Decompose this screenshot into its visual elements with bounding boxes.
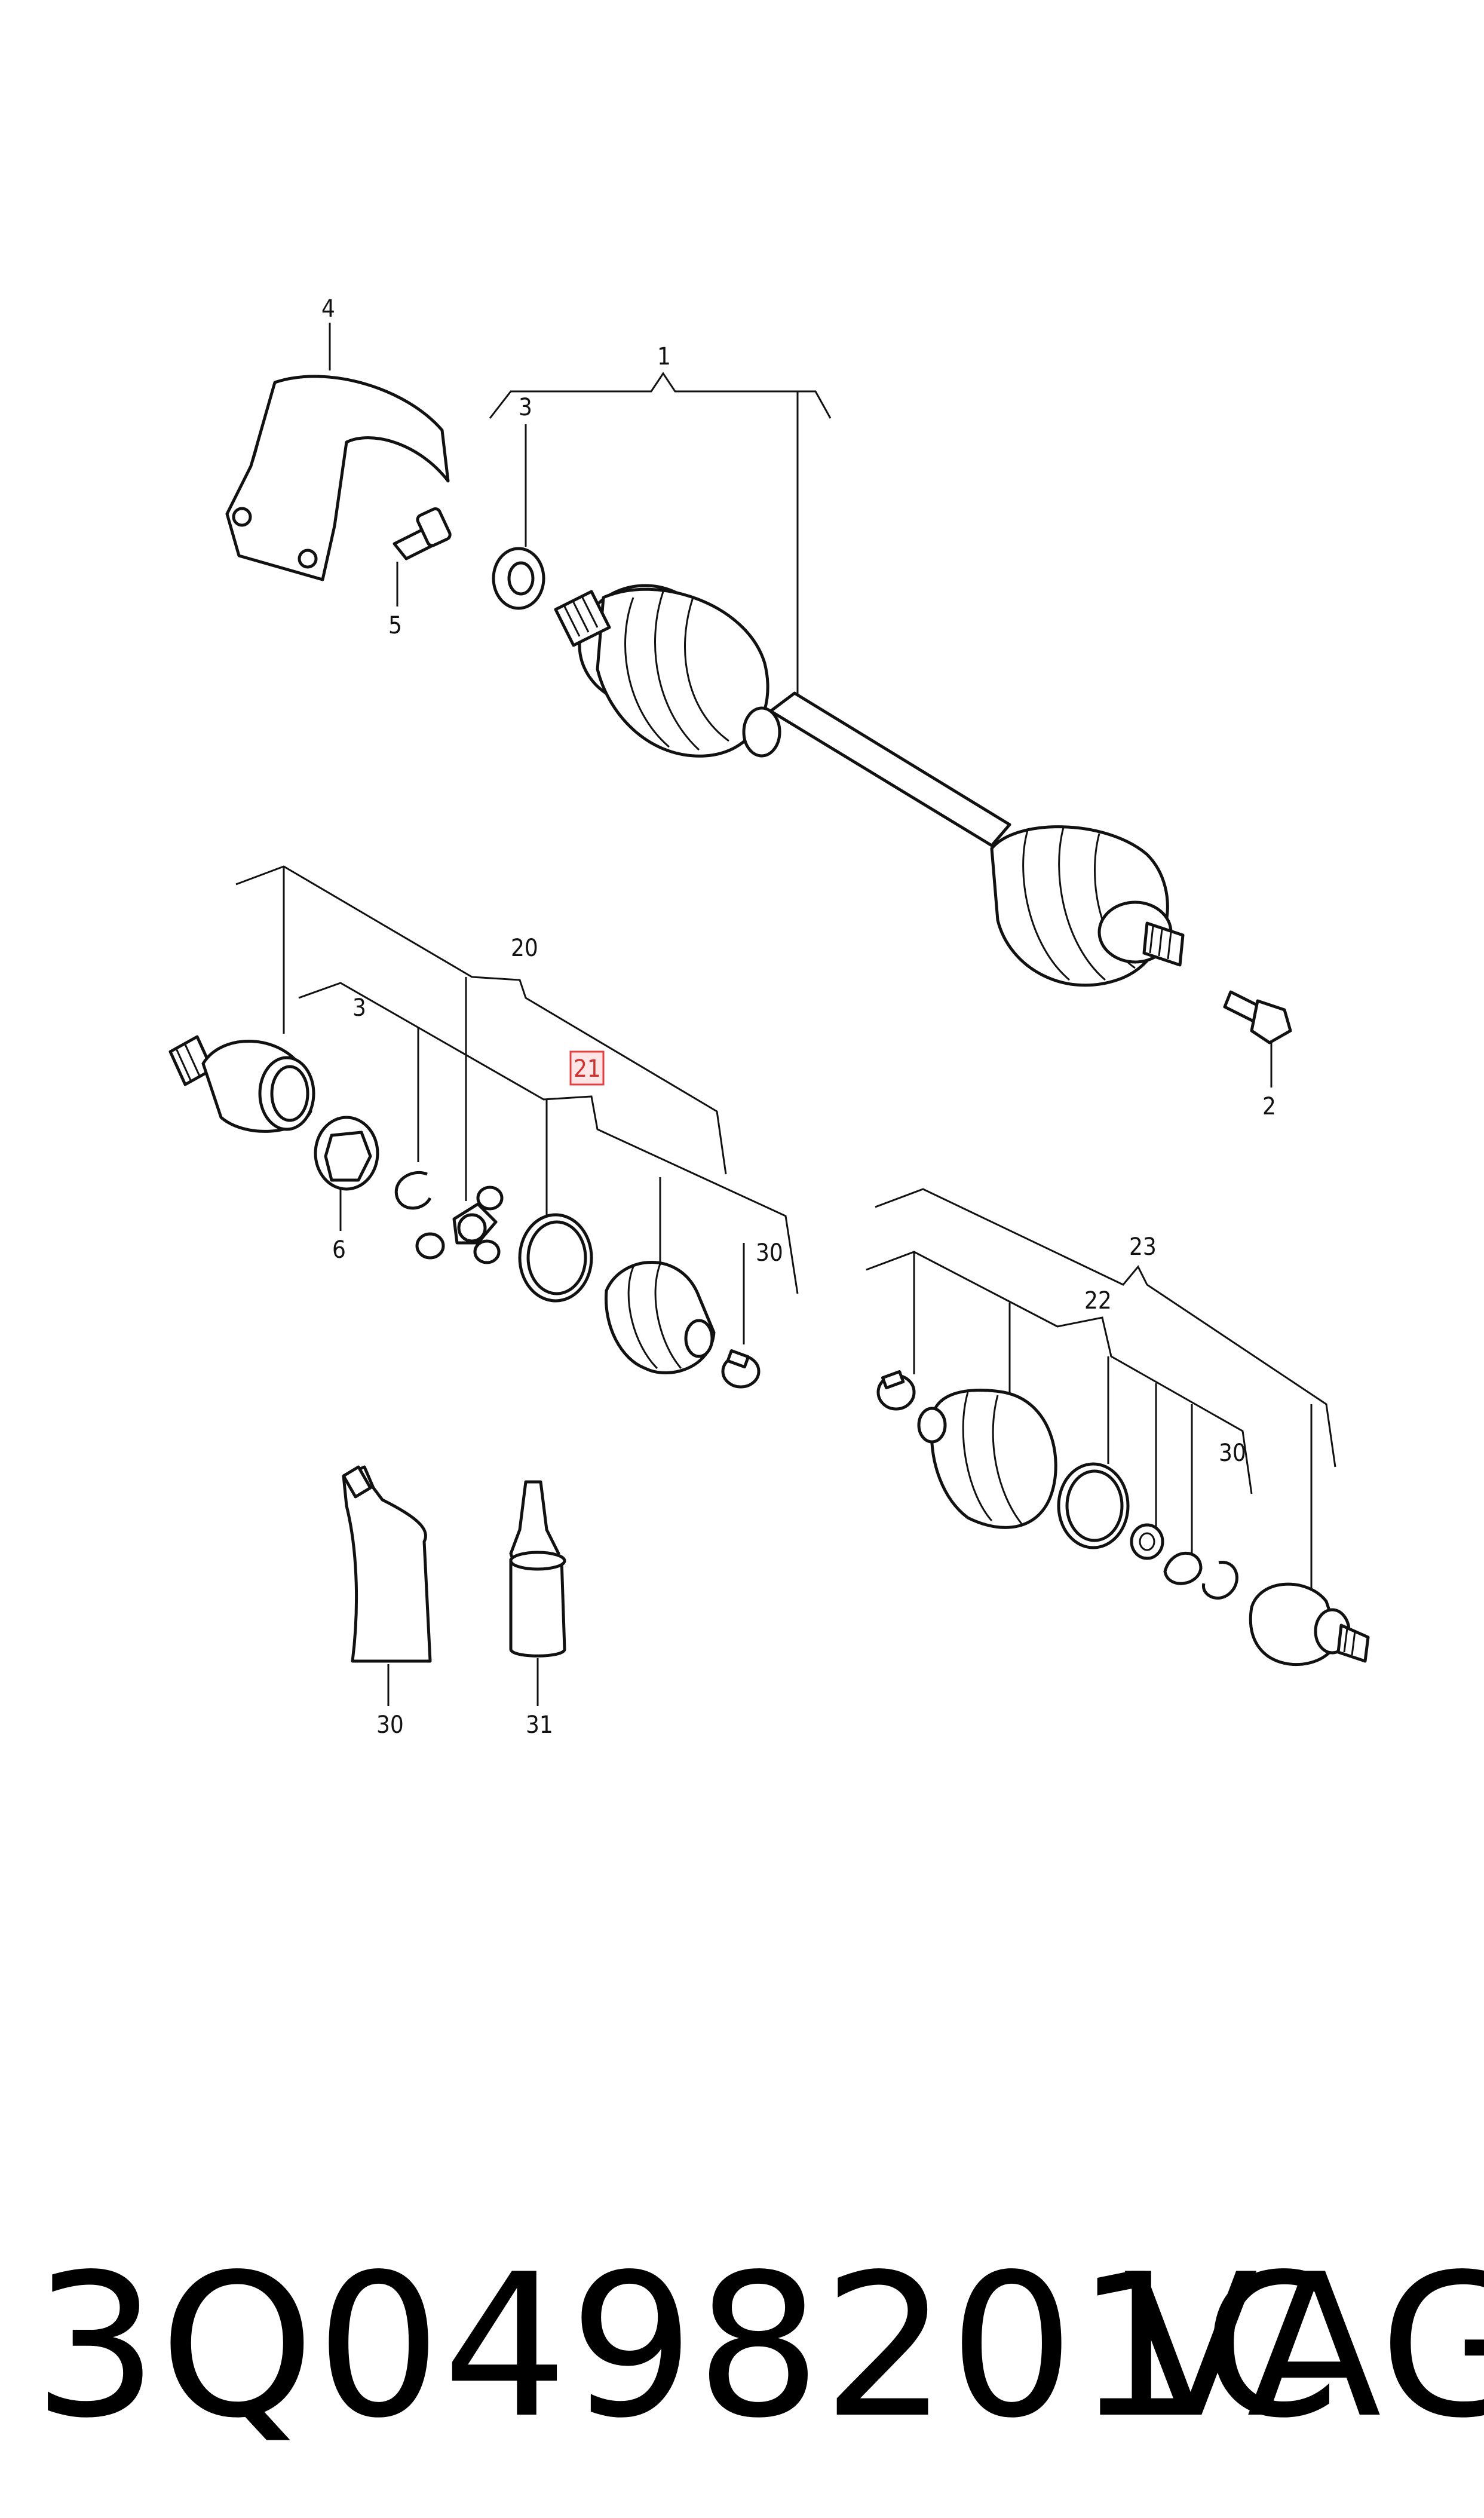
label-31: 31	[526, 1711, 553, 1739]
bolt-5: 5	[388, 507, 452, 639]
label-2: 2	[1262, 1093, 1276, 1120]
boot-middle	[604, 1261, 716, 1374]
inner-cv-boot	[554, 584, 781, 758]
label-1: 1	[657, 343, 671, 370]
label-6: 6	[332, 1236, 346, 1264]
heat-shield: 4	[225, 295, 450, 581]
clamp-small-right	[876, 1370, 916, 1411]
cv-joint-right	[1249, 1582, 1370, 1666]
washer	[1130, 1523, 1164, 1560]
circlip-middle	[394, 1171, 432, 1210]
label-21: 21	[574, 1055, 601, 1083]
label-23: 23	[1129, 1233, 1157, 1261]
circlip-upper: 3	[492, 394, 545, 610]
clamp-small-middle	[721, 1349, 761, 1389]
outer-joint-kit: 23 22 30	[866, 1188, 1370, 1666]
dish-spring	[1163, 1551, 1203, 1585]
joint-housing	[168, 1035, 315, 1133]
outer-cv-joint	[990, 825, 1185, 987]
clamp-large	[518, 1213, 593, 1303]
label-30-right: 30	[1219, 1439, 1246, 1467]
label-3-upper: 3	[519, 394, 532, 421]
label-3-middle: 3	[352, 994, 366, 1022]
boot-right	[917, 1389, 1057, 1529]
grease-bottle: 31	[509, 1480, 566, 1739]
bolt-2: 2	[1223, 990, 1292, 1120]
label-5: 5	[388, 612, 402, 639]
drive-shaft-assembly: 1	[489, 343, 1185, 987]
label-30-middle: 30	[756, 1239, 783, 1267]
circlip-right	[1202, 1561, 1238, 1600]
highlight-21	[569, 1050, 605, 1086]
label-20: 20	[511, 935, 538, 962]
label-22: 22	[1084, 1287, 1112, 1315]
label-4: 4	[321, 295, 335, 323]
tripod-spider	[415, 1186, 504, 1264]
grease-tube: 30	[342, 1465, 432, 1739]
label-30-tube: 30	[376, 1711, 404, 1739]
seal-6: 6	[314, 1116, 379, 1264]
clamp-large-right	[1057, 1462, 1130, 1549]
part-number: 3Q0498201C	[33, 2232, 1341, 2461]
brand-name: VAG	[1123, 2232, 1484, 2461]
inner-joint-kit: 20 3 21 30 6	[168, 865, 799, 1389]
